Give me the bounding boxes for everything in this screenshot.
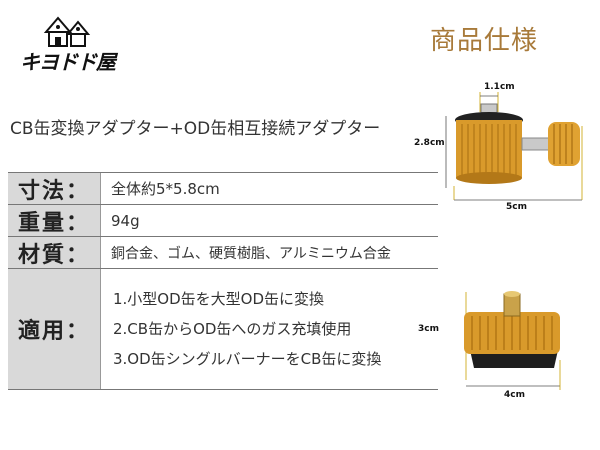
spec-table: 寸法： 全体約5*5.8cm 重量： 94g 材質： 銅合金、ゴム、硬質樹脂、ア… — [8, 172, 438, 390]
usage-label: 適用： — [8, 269, 100, 389]
dimension-label: 3cm — [418, 324, 439, 334]
dimension-label: 4cm — [504, 390, 525, 400]
usage-item: 2.CB缶からOD缶へのガス充填使用 — [113, 320, 352, 338]
adapter-side-image: 1.1cm 2.8cm 5cm — [414, 78, 600, 218]
usage-item: 3.OD缶シングルバーナーをCB缶に変換 — [113, 350, 382, 368]
dimension-label: 2.8cm — [414, 138, 445, 148]
spec-row-size: 寸法： 全体約5*5.8cm — [8, 172, 438, 204]
material-label: 材質： — [8, 237, 100, 268]
material-value: 銅合金、ゴム、硬質樹脂、アルミニウム合金 — [100, 237, 438, 268]
dimension-label: 5cm — [506, 202, 527, 212]
weight-value: 94g — [100, 205, 438, 236]
section-title: 商品仕様 — [430, 26, 539, 56]
house-logo-icon — [43, 16, 91, 47]
spec-row-material: 材質： 銅合金、ゴム、硬質樹脂、アルミニウム合金 — [8, 236, 438, 268]
dimension-label: 1.1cm — [484, 82, 515, 92]
size-value: 全体約5*5.8cm — [100, 173, 438, 204]
weight-label: 重量： — [8, 205, 100, 236]
product-title: CB缶変換アダプター+OD缶相互接続アダプター — [10, 119, 381, 139]
size-label: 寸法： — [8, 173, 100, 204]
logo-text: キヨドド屋 — [20, 50, 116, 74]
spec-row-usage: 適用： 1.小型OD缶を大型OD缶に変換 2.CB缶からOD缶へのガス充填使用 … — [8, 268, 438, 390]
brand-logo: キヨドド屋 — [18, 10, 126, 74]
spec-row-weight: 重量： 94g — [8, 204, 438, 236]
usage-item: 1.小型OD缶を大型OD缶に変換 — [113, 290, 325, 308]
usage-list: 1.小型OD缶を大型OD缶に変換 2.CB缶からOD缶へのガス充填使用 3.OD… — [100, 269, 438, 389]
adapter-front-image: 3cm 4cm — [418, 280, 600, 410]
